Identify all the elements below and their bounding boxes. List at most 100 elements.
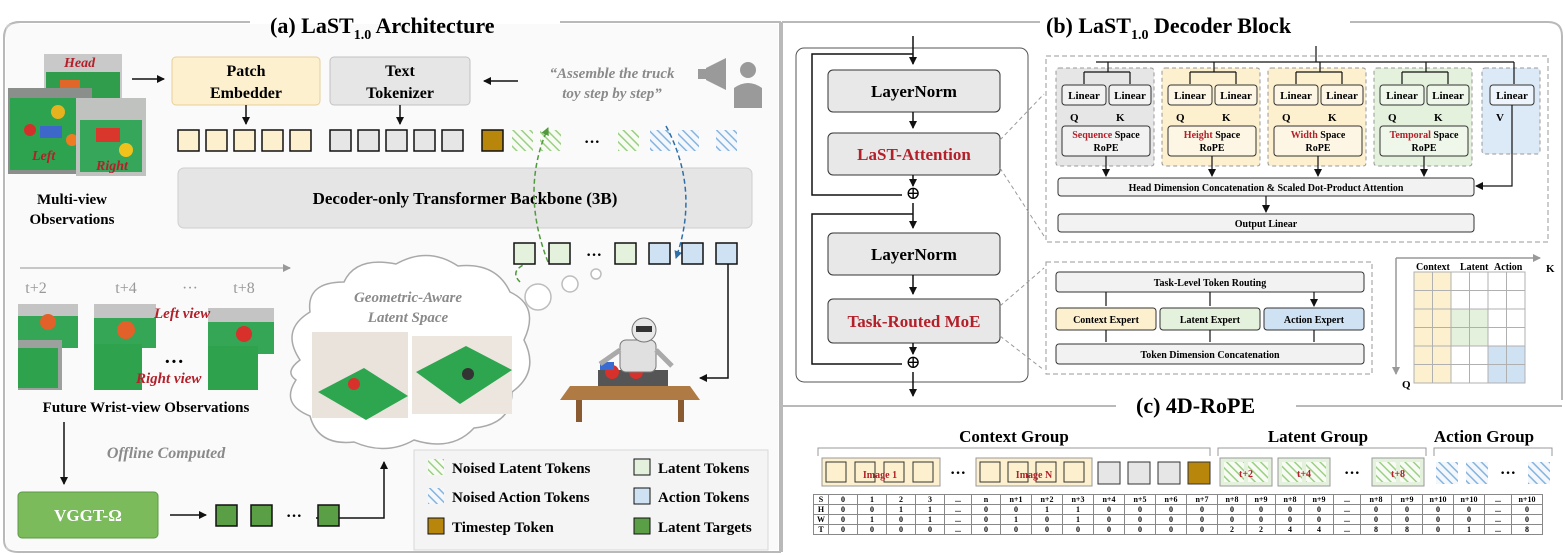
mask-cell: [1506, 345, 1526, 365]
multiview-label-2: Observations: [29, 212, 114, 228]
rope-axis-label: T: [813, 524, 829, 535]
rope-table-cell: 0: [1360, 504, 1392, 515]
rope-table-cell: 0: [1275, 504, 1305, 515]
offline-computed-label: Offline Computed: [107, 445, 226, 462]
rope-table-cell: 0: [1453, 514, 1485, 525]
rope-table-cell: 8: [1360, 524, 1392, 535]
rope-table-cell: 1: [886, 504, 916, 515]
rope-table-cell: 0: [1093, 514, 1125, 525]
svg-text:Linear: Linear: [1496, 90, 1528, 102]
rope-table-cell: 0: [1391, 514, 1423, 525]
multiview-images: Head Left Right: [8, 54, 146, 176]
latent-target-row: ···: [215, 504, 340, 527]
rope-table-cell: n+6: [1155, 494, 1187, 505]
mask-cell: [1432, 308, 1452, 328]
svg-text:Linear: Linear: [1174, 90, 1206, 102]
legend-action: Action Tokens: [658, 490, 749, 506]
rope-table-cell: 0: [1124, 514, 1156, 525]
rope-axis-label: S: [813, 494, 829, 505]
rope-group-sequence: Linear Linear Q K Sequence Space RoPE: [1055, 62, 1155, 167]
rope-table-cell: n+10: [1511, 494, 1543, 505]
rope-table-cell: 0: [1000, 504, 1032, 515]
rope-table-cell: 0: [1511, 514, 1543, 525]
svg-text:Linear: Linear: [1220, 90, 1252, 102]
rope-table-cell: 0: [1155, 524, 1187, 535]
rope-table-cell: 0: [1511, 504, 1543, 515]
task-routed-moe-label: Task-Routed MoE: [847, 312, 980, 331]
rope-table-cell: 0: [1186, 524, 1218, 535]
patch-embedder-label-2: Embedder: [210, 85, 282, 102]
svg-text:···: ···: [586, 247, 602, 264]
legend-noised-action: Noised Action Tokens: [452, 490, 590, 506]
svg-text:···: ···: [950, 465, 966, 482]
text-tokenizer-label-1: Text: [385, 63, 415, 80]
rope-table-cell: 0: [971, 524, 1001, 535]
rope-table-cell: 1: [915, 514, 945, 525]
panel-a-title: (a) LaST1.0 Architecture: [270, 13, 495, 43]
mask-cell: [1432, 271, 1452, 291]
latent-space-label-1: Geometric-Aware: [354, 290, 462, 306]
panel-a: (a) LaST1.0 Architecture Head Left Right…: [3, 13, 781, 553]
rope-table-cell: n+10: [1422, 494, 1454, 505]
value-group: Linear V: [1475, 62, 1541, 190]
rope-table-cell: 2: [1217, 524, 1247, 535]
rope-table-cell: 0: [1246, 514, 1276, 525]
rope-token-row: Image 1 ··· Image N t+2 t+4 ··· t+8: [821, 457, 1550, 487]
svg-text:V: V: [1496, 112, 1504, 124]
legend-noised-latent: Noised Latent Tokens: [452, 461, 591, 477]
rope-table-cell: 1: [1062, 514, 1094, 525]
rope-table-cell: ...: [944, 514, 972, 525]
output-linear-box: [1057, 213, 1475, 233]
rope-table-cell: 0: [1186, 504, 1218, 515]
rope-table-cell: ...: [944, 524, 972, 535]
svg-text:Latent Expert: Latent Expert: [1180, 315, 1241, 326]
rope-table-cell: 8: [1391, 524, 1423, 535]
mask-cell: [1413, 308, 1433, 328]
rope-table-cell: ...: [1484, 504, 1512, 515]
rope-table-cell: 1: [1000, 514, 1032, 525]
rope-table-cell: 0: [1275, 514, 1305, 525]
wrist-view-images: Left view ··· Right view: [18, 304, 274, 390]
rope-table-cell: 1: [857, 494, 887, 505]
rope-table-cell: 0: [1360, 514, 1392, 525]
svg-text:Q: Q: [1070, 112, 1079, 124]
mask-cell: [1413, 327, 1433, 347]
layernorm-2: [827, 232, 1001, 276]
svg-text:K: K: [1546, 263, 1555, 275]
output-linear-label: Output Linear: [1235, 219, 1298, 230]
rope-table-cell: ...: [944, 494, 972, 505]
layernorm-2-label: LayerNorm: [871, 245, 957, 264]
rope-table-cell: 0: [1093, 524, 1125, 535]
mask-cell: [1432, 327, 1452, 347]
rope-table-cell: 0: [1031, 514, 1063, 525]
mask-cell: [1432, 290, 1452, 310]
rope-table-cell: 3: [915, 494, 945, 505]
legend-timestep: Timestep Token: [452, 520, 554, 536]
view-right-label: Right: [95, 159, 129, 174]
svg-text:···: ···: [1344, 465, 1360, 482]
mask-cell: [1432, 345, 1452, 365]
output-token-row: ···: [513, 242, 738, 265]
svg-text:K: K: [1116, 112, 1125, 124]
rope-axis-label: H: [813, 504, 829, 515]
legend: Noised Latent Tokens Noised Action Token…: [413, 449, 769, 551]
mask-cell: [1450, 327, 1470, 347]
rope-table-cell: n+1: [1000, 494, 1032, 505]
residual-add-1: ⊕: [905, 183, 920, 203]
mask-cell: [1450, 290, 1470, 310]
view-head-label: Head: [63, 56, 96, 71]
routing-label: Task-Level Token Routing: [1154, 278, 1266, 289]
rope-table-cell: 0: [1304, 514, 1334, 525]
svg-text:···: ···: [584, 134, 600, 151]
svg-text:Q: Q: [1282, 112, 1291, 124]
rope-table-cell: 0: [1453, 504, 1485, 515]
attention-mask: Context Latent Action K Q: [1392, 254, 1555, 391]
panel-b: (b) LaST1.0 Decoder Block LayerNorm LaST…: [781, 13, 1563, 552]
rope-table-cell: 0: [1246, 504, 1276, 515]
mask-cell: [1469, 290, 1489, 310]
rope-table-cell: 1: [1031, 504, 1063, 515]
svg-text:Action: Action: [1494, 262, 1523, 273]
rope-table-cell: 0: [971, 514, 1001, 525]
